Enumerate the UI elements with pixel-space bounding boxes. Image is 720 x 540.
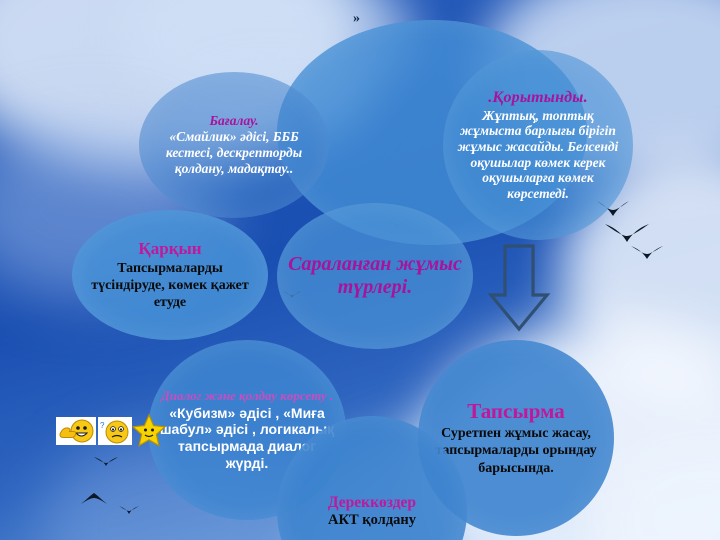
bird-6-icon xyxy=(81,493,107,504)
pace-title: Қарқын xyxy=(138,238,202,258)
quote-glyph: » xyxy=(353,11,360,26)
assessment-title: Бағалау. xyxy=(209,112,259,128)
bird-7-icon xyxy=(119,506,139,514)
smiley-thinking-icon: ? xyxy=(98,417,132,445)
conclusion-body: Жұптық, топтық жұмыста барлығы бірігіп ж… xyxy=(457,107,619,201)
conclusion-title: .Қорытынды. xyxy=(488,88,588,106)
dialog-body: «Кубизм» әдісі , «Миға шабул» әдісі , ло… xyxy=(159,404,335,471)
bubble-assessment[interactable]: Бағалау. «Смайлик» әдісі, БББ кестесі, д… xyxy=(139,72,329,218)
down-arrow-icon xyxy=(487,244,551,332)
sources-body: АКТ қолдану xyxy=(327,511,417,528)
dialog-title: Диалог және қолдау көрсету . xyxy=(160,388,334,404)
bird-5-icon xyxy=(94,457,118,466)
smiley-thumbs-up-icon xyxy=(56,417,96,445)
bubble-conclusion[interactable]: .Қорытынды. Жұптық, топтық жұмыста барлы… xyxy=(443,50,633,240)
sources-title: Дереккөздер xyxy=(327,493,417,511)
svg-text:?: ? xyxy=(100,421,105,430)
pace-body: Тапсырмаларды түсіндіруде, көмек қажет е… xyxy=(91,260,249,311)
task-title: Тапсырма xyxy=(467,398,565,423)
assessment-body: «Смайлик» әдісі, БББ кестесі, дескрептор… xyxy=(165,128,303,177)
bubble-main-topic[interactable]: Сараланған жұмыс түрлері. xyxy=(277,203,473,349)
bird-2-icon xyxy=(605,224,649,242)
bird-1-icon xyxy=(597,201,629,216)
bird-3-icon xyxy=(631,246,663,259)
main-topic-title: Сараланған жұмыс түрлері. xyxy=(288,252,462,298)
star-icon xyxy=(131,413,167,449)
bubble-pace[interactable]: Қарқын Тапсырмаларды түсіндіруде, көмек … xyxy=(72,210,268,340)
task-body: Суретпен жұмыс жасау, тапсырмаларды орын… xyxy=(435,425,597,476)
